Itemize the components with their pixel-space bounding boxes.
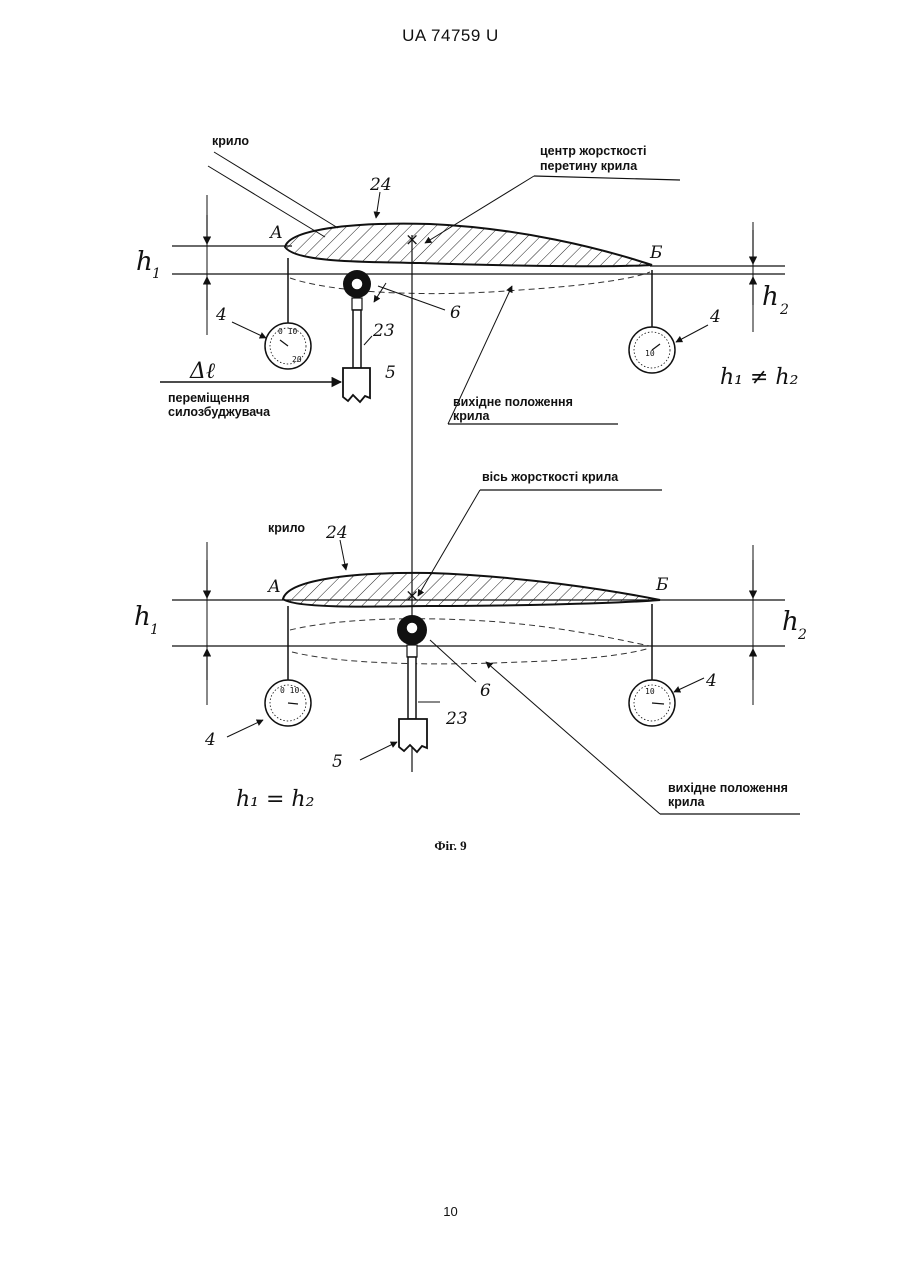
top-num-5: 5 [385, 363, 396, 383]
top-wing-number: 24 [369, 175, 392, 195]
bottom-wing-number: 24 [325, 523, 348, 543]
top-center-cross: × [405, 230, 419, 250]
top-rod-23 [353, 310, 361, 368]
bottom-figure: × 0 10 10 вісь жорсткості крила крило 24… [134, 470, 807, 814]
svg-text:1: 1 [150, 622, 159, 638]
top-point-b: Б [649, 243, 663, 263]
svg-text:0 10: 0 10 [280, 686, 299, 695]
bottom-num-4-left: 4 [204, 730, 216, 750]
svg-text:1: 1 [152, 266, 161, 282]
top-exciter-5 [343, 368, 370, 402]
top-center-label-1: центр жорсткості [540, 144, 646, 158]
top-delta-l: Δℓ [189, 359, 216, 384]
bottom-wing-profile [283, 573, 660, 607]
top-num-6: 6 [450, 303, 461, 323]
svg-text:2: 2 [779, 302, 789, 318]
top-figure: × 0 10 20 10 крило центр [136, 134, 798, 772]
top-h2: h [762, 282, 779, 312]
top-wing-label: крило [212, 134, 249, 148]
svg-text:0 10: 0 10 [278, 327, 297, 336]
svg-text:10: 10 [645, 687, 655, 696]
svg-text:20: 20 [292, 355, 302, 364]
top-displacement-2: силозбуджувача [168, 405, 271, 419]
bottom-initial-wing-upper [290, 619, 650, 646]
top-wing-profile [285, 224, 652, 267]
svg-text:10: 10 [645, 349, 655, 358]
bottom-wing-label: крило [268, 521, 305, 535]
bottom-h2: h [782, 607, 799, 637]
bottom-axis-label: вісь жорсткості крила [482, 470, 619, 484]
top-initial-pos-2: крила [453, 409, 491, 423]
bottom-num-23: 23 [445, 709, 468, 729]
top-initial-pos-1: вихідне положення [453, 395, 573, 409]
top-h1: h [136, 247, 153, 277]
bottom-point-b: Б [655, 575, 669, 595]
top-num-4-left: 4 [215, 305, 227, 325]
bottom-num-6: 6 [480, 681, 491, 701]
bottom-center-cross: × [405, 586, 419, 606]
top-center-label-2: перетину крила [540, 159, 638, 173]
svg-text:2: 2 [797, 627, 807, 643]
top-num-4-right: 4 [709, 307, 721, 327]
bottom-num-4-right: 4 [705, 671, 717, 691]
top-relation: h₁ ≠ h₂ [720, 365, 798, 390]
figure-caption: Фіг. 9 [0, 838, 901, 854]
bottom-initial-pos-2: крила [668, 795, 706, 809]
top-num-23: 23 [372, 321, 395, 341]
bottom-initial-wing-lower [292, 648, 650, 664]
bottom-point-a: А [267, 577, 281, 597]
page-number: 10 [0, 1204, 901, 1219]
top-point-a: А [269, 223, 283, 243]
bottom-h1: h [134, 602, 151, 632]
bottom-rod-23 [408, 657, 416, 719]
top-displacement-1: переміщення [168, 391, 250, 405]
bottom-num-5: 5 [332, 752, 343, 772]
bottom-exciter-5 [399, 719, 427, 752]
bottom-initial-pos-1: вихідне положення [668, 781, 788, 795]
bottom-relation: h₁ = h₂ [236, 787, 314, 812]
